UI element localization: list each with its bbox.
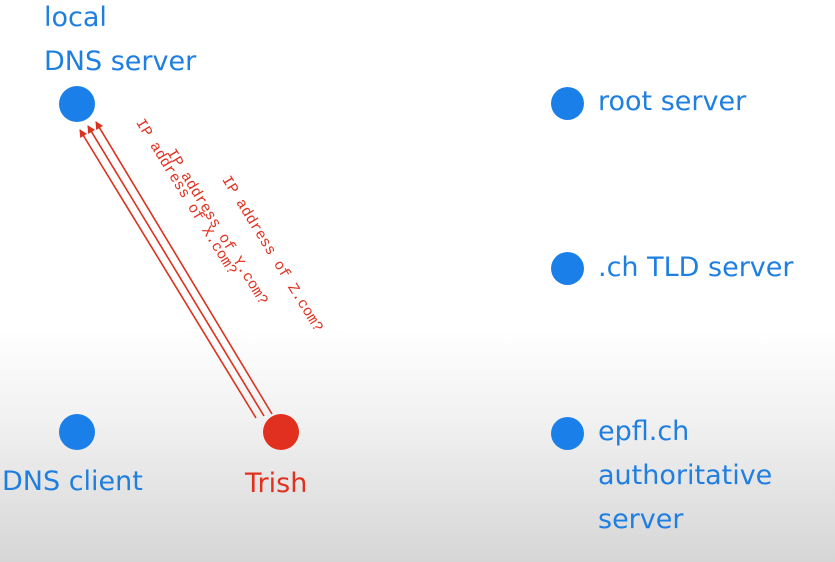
local-dns-server-label: local DNS server <box>44 0 196 84</box>
local-dns-label-line-2: DNS server <box>44 46 197 77</box>
query-arrow-z <box>95 121 273 415</box>
dns-client-label-text: DNS client <box>2 466 143 497</box>
local-dns-server-node <box>59 86 95 122</box>
dns-client-node <box>59 414 95 450</box>
authoritative-server-label: epfl.ch authoritative server <box>598 410 772 542</box>
query-arrow-x <box>79 129 257 419</box>
local-dns-label-line-1: local <box>44 2 107 33</box>
tld-server-node <box>551 252 584 285</box>
trish-label-text: Trish <box>245 468 308 499</box>
tld-server-label: .ch TLD server <box>598 246 794 290</box>
root-server-label-text: root server <box>598 86 747 117</box>
trish-label: Trish <box>245 462 307 506</box>
tld-server-label-text: .ch TLD server <box>598 252 794 283</box>
query-arrow-y <box>87 125 265 417</box>
root-server-label: root server <box>598 80 746 124</box>
root-server-node <box>551 87 584 120</box>
authoritative-label-line-2: authoritative <box>598 460 773 491</box>
authoritative-label-line-3: server <box>598 504 684 535</box>
trish-node <box>263 414 299 450</box>
authoritative-label-line-1: epfl.ch <box>598 416 690 447</box>
dns-client-label: DNS client <box>2 460 143 504</box>
authoritative-server-node <box>551 417 584 450</box>
